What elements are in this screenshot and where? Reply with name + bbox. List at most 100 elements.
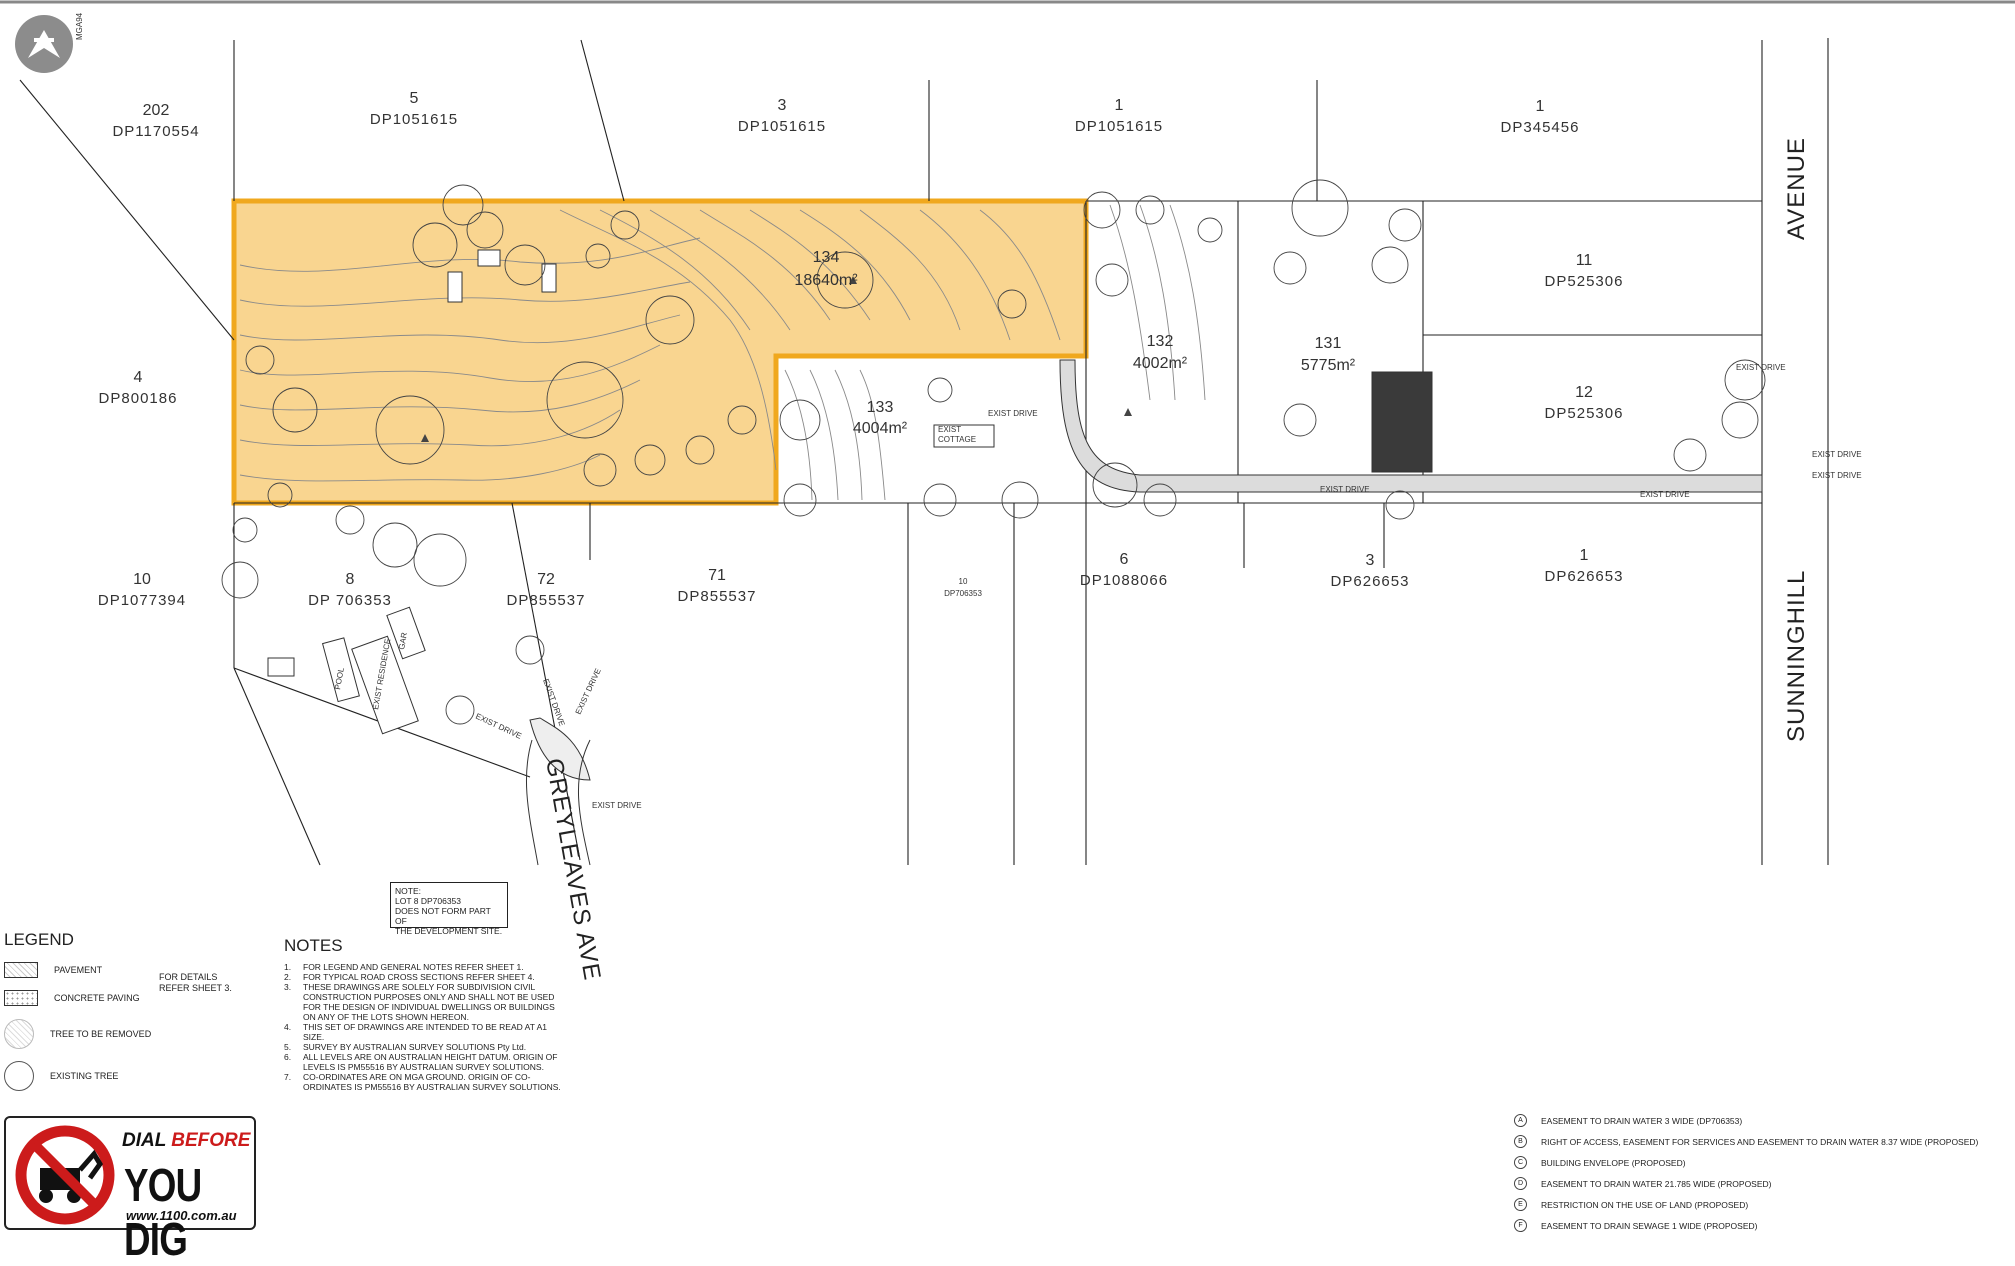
lot-8-num: 8: [346, 571, 355, 588]
lot-10a-num: 10: [133, 571, 151, 588]
easement-item: B RIGHT OF ACCESS, EASEMENT FOR SERVICES …: [1514, 1131, 1994, 1152]
lot-6-dp: DP1088066: [1080, 572, 1168, 589]
note-text: FOR LEGEND AND GENERAL NOTES REFER SHEET…: [303, 962, 524, 972]
note-box: NOTE: LOT 8 DP706353 DOES NOT FORM PART …: [390, 882, 508, 936]
note-text: CO-ORDINATES ARE ON MGA GROUND. ORIGIN O…: [303, 1072, 561, 1092]
easement-code: C: [1514, 1156, 1527, 1169]
legend-title: LEGEND: [4, 930, 74, 949]
exist-cottage-label-2: COTTAGE: [938, 435, 976, 444]
note-item: 7.CO-ORDINATES ARE ON MGA GROUND. ORIGIN…: [284, 1072, 564, 1092]
legend-refer-note: FOR DETAILS REFER SHEET 3.: [159, 972, 232, 993]
lot-1a-dp: DP1051615: [1075, 118, 1163, 135]
lot-4-dp: DP800186: [99, 390, 178, 407]
lot-12-num: 12: [1575, 384, 1593, 401]
proposed-lot-131-num: 131: [1315, 335, 1342, 352]
proposed-lot-132-area: 4002m²: [1133, 355, 1188, 372]
note-number: 4.: [284, 1022, 292, 1032]
proposed-lot-132-num: 132: [1147, 333, 1174, 350]
easement-code: E: [1514, 1198, 1527, 1211]
boundary-lines: [19, 38, 1829, 866]
lot-1a-num: 1: [1115, 97, 1124, 114]
exist-drive-label-1: EXIST DRIVE: [988, 409, 1038, 418]
lot-72-dp: DP855537: [507, 592, 586, 609]
note-number: 1.: [284, 962, 292, 972]
exist-drive-label-7: EXIST DRIVE: [592, 801, 642, 810]
proposed-lot-131-area: 5775m²: [1301, 357, 1356, 374]
street-avenue: AVENUE: [1783, 137, 1810, 240]
lot-1c-num: 1: [1580, 547, 1589, 564]
note-item: 1. FOR LEGEND AND GENERAL NOTES REFER SHE…: [284, 962, 564, 972]
pool-label: POOL: [333, 666, 346, 690]
easement-code: A: [1514, 1114, 1527, 1127]
proposed-lot-labels: 134 18640m² 133 4004m² 132 4002m² 131 57…: [794, 249, 1355, 437]
note-text: FOR TYPICAL ROAD CROSS SECTIONS REFER SH…: [303, 972, 535, 982]
legend-item-label: PAVEMENT: [54, 965, 103, 975]
lot-5-num: 5: [410, 90, 419, 107]
lot-10b-dp: DP706353: [944, 589, 982, 598]
lot-3-dp: DP1051615: [738, 118, 826, 135]
lot-4-num: 4: [134, 369, 143, 386]
existing-buildings: [267, 249, 1433, 735]
note-box-line-4: THE DEVELOPMENT SITE.: [395, 926, 503, 936]
easement-code: B: [1514, 1135, 1527, 1148]
lot-labels: 202 DP1170554 5 DP1051615 3 DP1051615 1 …: [98, 90, 1624, 609]
gar-label: GAR: [397, 631, 409, 650]
lot-5-dp: DP1051615: [370, 111, 458, 128]
lot-10a-dp: DP1077394: [98, 592, 186, 609]
easement-text: EASEMENT TO DRAIN WATER 21.785 WIDE (PRO…: [1541, 1178, 1772, 1189]
lot-10b-num: 10: [959, 577, 968, 586]
note-text: ALL LEVELS ARE ON AUSTRALIAN HEIGHT DATU…: [303, 1052, 558, 1072]
exist-drive-label-2: EXIST DRIVE: [1320, 485, 1370, 494]
note-item: 2. FOR TYPICAL ROAD CROSS SECTIONS REFER …: [284, 972, 564, 982]
note-item: 5.SURVEY BY AUSTRALIAN SURVEY SOLUTIONS …: [284, 1042, 564, 1052]
lot-3b-dp: DP626653: [1331, 573, 1410, 590]
notes-title: NOTES: [284, 936, 343, 955]
proposed-lot-133-area: 4004m²: [853, 420, 908, 437]
lot-12-dp: DP525306: [1545, 405, 1624, 422]
note-box-line-3: DOES NOT FORM PART OF: [395, 906, 491, 926]
trees: [221, 179, 1766, 725]
exist-cottage-label-1: EXIST: [938, 425, 961, 434]
note-item: 6. ALL LEVELS ARE ON AUSTRALIAN HEIGHT DA…: [284, 1052, 564, 1072]
street-sunninghill: SUNNINGHILL: [1783, 570, 1810, 742]
legend: LEGEND PAVEMENT CONCRETE PAVING TREE TO …: [4, 930, 284, 1096]
north-arrow-label: MGA94: [75, 12, 84, 40]
lot-1b-num: 1: [1536, 98, 1545, 115]
easement-text: RIGHT OF ACCESS, EASEMENT FOR SERVICES A…: [1541, 1136, 1979, 1147]
legend-item-label: CONCRETE PAVING: [54, 993, 140, 1003]
lot-1c-dp: DP626653: [1545, 568, 1624, 585]
legend-item-label: TREE TO BE REMOVED: [50, 1029, 152, 1039]
easement-code: F: [1514, 1219, 1527, 1232]
dbyd-url[interactable]: www.1100.com.au: [126, 1208, 237, 1223]
note-number: 6.: [284, 1052, 292, 1062]
note-box-line-1: NOTE:: [395, 886, 421, 896]
lot-11-dp: DP525306: [1545, 273, 1624, 290]
note-text: THIS SET OF DRAWINGS ARE INTENDED TO BE …: [303, 1022, 548, 1042]
dial-before-you-dig-badge: DIAL BEFORE YOU DIG www.1100.com.au: [4, 1116, 256, 1265]
pavement-swatch: [4, 962, 38, 978]
legend-item-concrete: CONCRETE PAVING: [4, 984, 284, 1012]
contour-lines: [239, 204, 1206, 501]
note-number: 2.: [284, 972, 292, 982]
lot-72-num: 72: [537, 571, 555, 588]
exist-drive-label-3: EXIST DRIVE: [1640, 490, 1690, 499]
lot-202-dp: DP1170554: [112, 123, 199, 140]
lot-1b-dp: DP345456: [1501, 119, 1580, 136]
dbyd-before: BEFORE: [171, 1130, 251, 1151]
dbyd-top-line: DIAL BEFORE: [122, 1130, 250, 1152]
legend-item-tree-removed: TREE TO BE REMOVED: [4, 1012, 284, 1056]
no-dig-icon: [15, 1125, 115, 1225]
lot-71-dp: DP855537: [678, 588, 757, 605]
easement-text: EASEMENT TO DRAIN SEWAGE 1 WIDE (PROPOSE…: [1541, 1220, 1758, 1231]
lot-202-num: 202: [143, 102, 170, 119]
lot-6-num: 6: [1120, 551, 1129, 568]
tree-removed-icon: [4, 1019, 34, 1049]
exist-drive-label-5: EXIST DRIVE: [1812, 450, 1862, 459]
legend-item-existing-tree: EXISTING TREE: [4, 1056, 284, 1096]
easement-item: F EASEMENT TO DRAIN SEWAGE 1 WIDE (PROPOS…: [1514, 1215, 1994, 1236]
development-highlight: [231, 198, 1089, 506]
site-plan: MGA94: [0, 0, 2015, 983]
